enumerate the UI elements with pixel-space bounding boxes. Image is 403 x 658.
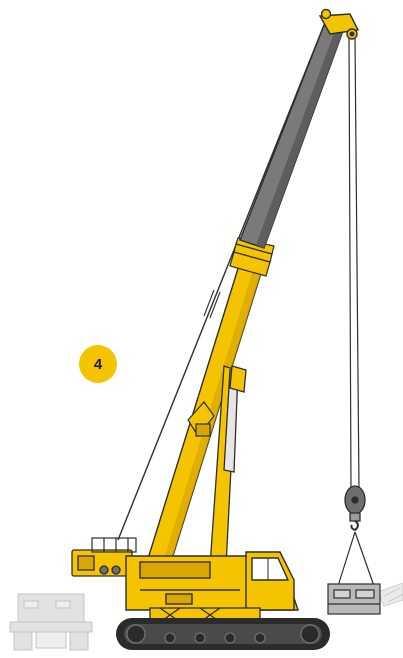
operator-cab	[245, 551, 295, 611]
suspended-load	[327, 583, 381, 615]
step-number-badge: 4	[79, 345, 117, 383]
boom-head	[318, 8, 360, 40]
boom-foot	[187, 401, 215, 438]
step-number: 4	[93, 355, 103, 373]
luffing-cylinder	[209, 365, 247, 567]
crawler-track	[116, 618, 330, 650]
hoist-ropes	[348, 37, 360, 491]
pendant-rope	[117, 19, 327, 541]
counterweight-block	[71, 549, 133, 577]
ghost-counterweight	[9, 593, 93, 651]
ghost-structure-right	[377, 582, 403, 607]
boom-ladder	[203, 289, 221, 319]
hook-block	[344, 485, 366, 532]
rear-railing	[91, 537, 137, 553]
rigging-slings	[337, 531, 375, 587]
